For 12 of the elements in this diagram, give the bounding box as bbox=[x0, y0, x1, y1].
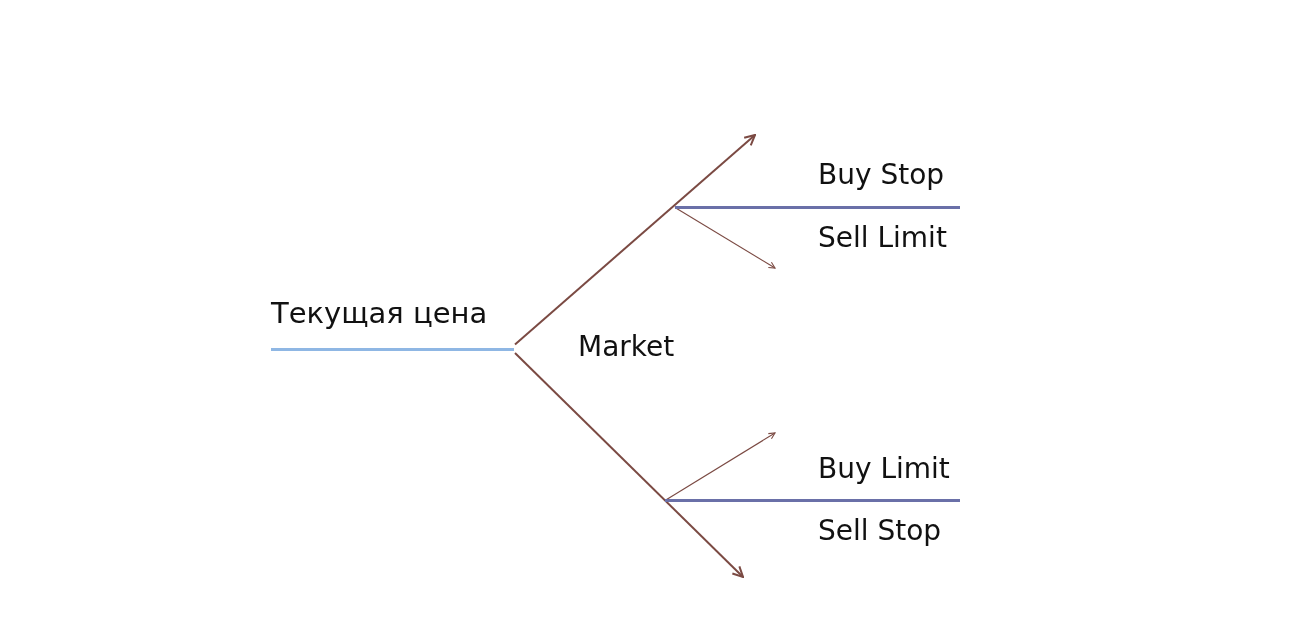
price-level-line bbox=[665, 499, 960, 502]
order-type-label: Buy Limit bbox=[818, 452, 950, 486]
order-type-label: Sell Stop bbox=[818, 514, 942, 548]
arrow bbox=[664, 432, 776, 502]
arrow bbox=[514, 134, 756, 346]
market-label: Market bbox=[578, 330, 675, 364]
price-label: Текущая цена bbox=[271, 296, 489, 330]
arrow bbox=[674, 206, 776, 269]
arrow bbox=[514, 352, 744, 578]
order-type-label: Sell Limit bbox=[818, 221, 947, 255]
order-type-label: Buy Stop bbox=[818, 158, 945, 192]
price-level-line bbox=[675, 206, 960, 209]
